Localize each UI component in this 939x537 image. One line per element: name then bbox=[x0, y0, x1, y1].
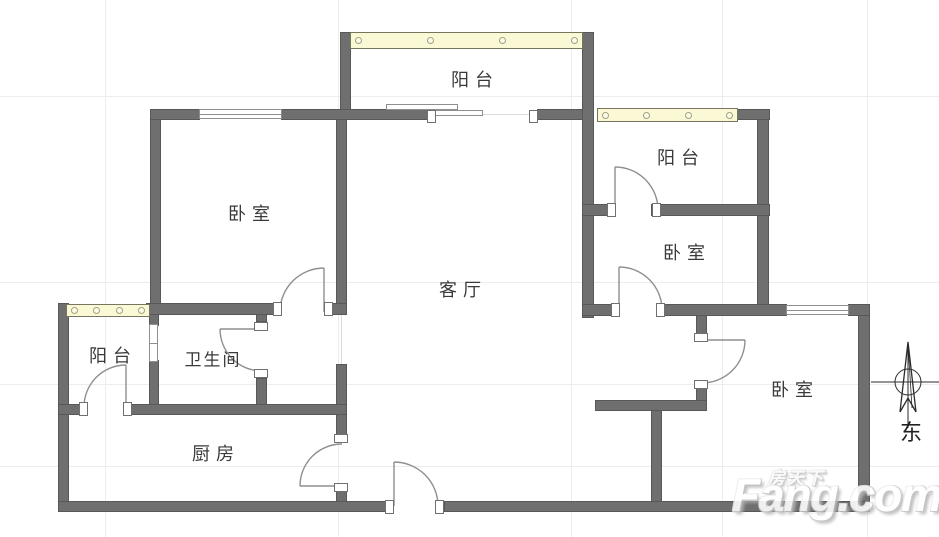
opening-line bbox=[341, 315, 342, 364]
window-pane-mark bbox=[71, 307, 78, 314]
grid-line bbox=[0, 96, 939, 97]
door-jamb bbox=[529, 110, 538, 123]
door-jamb bbox=[656, 303, 665, 317]
room-label-living-room: 客厅 bbox=[439, 280, 487, 300]
door-arc bbox=[701, 339, 746, 384]
window-pane-mark bbox=[643, 111, 651, 119]
room-label-balcony-left: 阳台 bbox=[89, 346, 137, 366]
door-jamb bbox=[607, 203, 616, 217]
grid-line bbox=[0, 282, 939, 283]
room-label-balcony-top: 阳台 bbox=[451, 70, 499, 90]
window-pane-mark bbox=[684, 111, 692, 119]
window-band-balcony-right bbox=[597, 108, 738, 122]
window-pane-mark bbox=[499, 37, 506, 44]
door-jamb bbox=[254, 369, 268, 378]
door-jamb bbox=[385, 500, 394, 514]
door-jamb bbox=[611, 303, 620, 317]
window-band-balcony-left bbox=[66, 304, 150, 317]
door-jamb bbox=[652, 203, 661, 217]
grid-line bbox=[0, 384, 939, 385]
grid-line bbox=[722, 0, 723, 537]
wall-hall-south bbox=[595, 400, 707, 411]
window-band-balcony-top bbox=[350, 32, 583, 49]
door-jamb bbox=[694, 380, 708, 389]
compass-icon bbox=[871, 341, 939, 428]
opening-line bbox=[436, 114, 536, 115]
window-pane-mark bbox=[355, 37, 362, 44]
door-jamb bbox=[79, 402, 88, 416]
door-arc bbox=[83, 364, 127, 408]
door-jamb bbox=[123, 402, 132, 416]
door-jamb bbox=[324, 302, 333, 316]
compass-east-label: 东 bbox=[899, 420, 923, 445]
window-pane-mark bbox=[93, 307, 101, 314]
sliding-door-panel bbox=[386, 104, 458, 110]
window-bathroom-divider bbox=[149, 324, 158, 362]
room-label-bedroom-left: 卧室 bbox=[228, 204, 276, 224]
grid-line bbox=[867, 0, 868, 537]
door-jamb bbox=[273, 302, 282, 316]
door-jamb bbox=[334, 434, 348, 443]
door-arc bbox=[299, 443, 343, 487]
wall-center-cross bbox=[582, 32, 594, 318]
room-label-balcony-right: 阳台 bbox=[657, 148, 705, 168]
room-label-bathroom: 卫生间 bbox=[184, 350, 242, 370]
door-jamb bbox=[435, 500, 444, 514]
door-jamb bbox=[254, 322, 268, 331]
door-arc bbox=[614, 166, 659, 211]
window-pane-mark bbox=[725, 111, 733, 119]
door-jamb bbox=[334, 483, 348, 492]
window-pane-mark bbox=[115, 307, 123, 314]
door-arc bbox=[618, 266, 663, 311]
door-arc bbox=[279, 267, 325, 313]
grid-line bbox=[105, 0, 106, 537]
window-pane-mark bbox=[427, 37, 434, 44]
sliding-door-panel bbox=[433, 110, 483, 116]
room-label-kitchen: 厨房 bbox=[192, 444, 240, 464]
door-jamb bbox=[427, 110, 436, 123]
window-bedroom-bottom-right bbox=[786, 305, 849, 315]
window-pane-mark bbox=[137, 307, 145, 314]
door-jamb bbox=[694, 333, 708, 342]
window-pane-mark bbox=[602, 111, 609, 119]
room-label-bedroom-right: 卧室 bbox=[663, 243, 711, 263]
wall-outer-south-b bbox=[444, 501, 870, 512]
window-pane-mark bbox=[571, 37, 578, 44]
wall-balcony-right-south-b bbox=[651, 204, 770, 216]
grid-line bbox=[571, 0, 572, 537]
door-arc bbox=[393, 461, 439, 507]
room-label-bedroom-bottom-right: 卧室 bbox=[771, 380, 819, 400]
grid-line bbox=[0, 466, 939, 467]
window-bedroom-left bbox=[199, 109, 282, 119]
